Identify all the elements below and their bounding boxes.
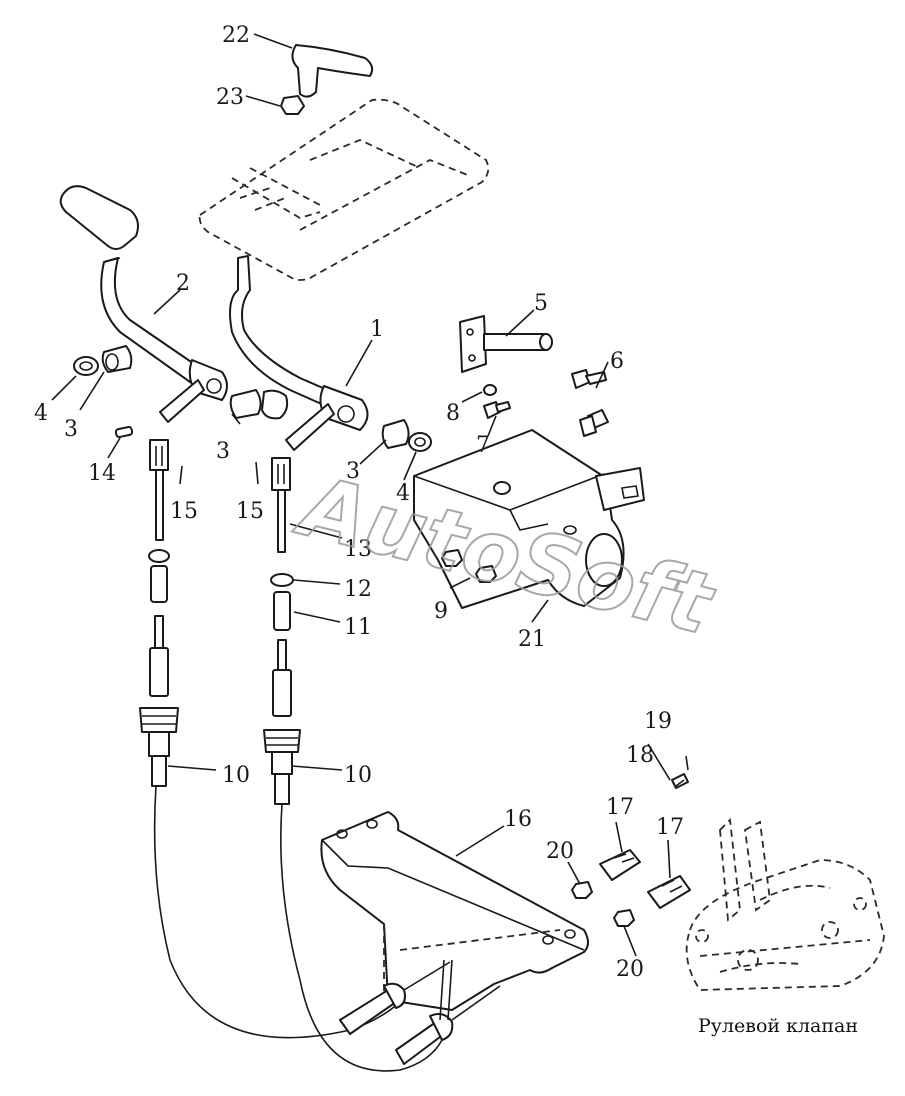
callout-23: 23 <box>216 85 244 110</box>
cable-end-lower <box>395 959 501 1065</box>
callout-17-lower: 17 <box>656 815 684 840</box>
steering-valve <box>685 818 885 991</box>
callout-18: 18 <box>626 743 654 768</box>
washer-8 <box>483 384 497 396</box>
callout-10-left: 10 <box>222 763 250 788</box>
callout-5: 5 <box>534 291 548 316</box>
callout-3-right: 3 <box>346 459 360 484</box>
callout-13: 13 <box>344 537 372 562</box>
callout-16: 16 <box>504 807 532 832</box>
nut-9-upper <box>441 549 463 567</box>
callout-8: 8 <box>446 401 460 426</box>
bushing-3-mid <box>229 389 289 420</box>
callout-20-upper: 20 <box>546 839 574 864</box>
callout-3-mid: 3 <box>216 439 230 464</box>
bolt-7 <box>483 401 511 419</box>
cable-end-upper <box>339 961 451 1035</box>
pin-18 <box>671 773 689 789</box>
mounting-plate-21 <box>413 429 645 609</box>
callout-10-right: 10 <box>344 763 372 788</box>
callout-4-left: 4 <box>34 401 48 426</box>
cable-assembly-left <box>139 439 401 1039</box>
callout-7: 7 <box>476 433 490 458</box>
callout-2: 2 <box>176 271 190 296</box>
callout-19: 19 <box>644 709 672 734</box>
callout-20-lower: 20 <box>616 957 644 982</box>
clevis-17-upper <box>599 849 641 881</box>
nut-20-upper <box>571 881 593 899</box>
bushing-4-right <box>408 432 432 452</box>
callout-11: 11 <box>344 615 372 640</box>
bushing-3-right <box>381 419 410 449</box>
callout-17-upper: 17 <box>606 795 634 820</box>
callout-4-right: 4 <box>396 481 410 506</box>
bushing-3-left <box>101 345 133 373</box>
nut-20-lower <box>613 909 635 927</box>
bolt-6-upper <box>571 369 607 389</box>
pin-bracket-5 <box>459 315 553 373</box>
handle-knob-22 <box>291 44 374 98</box>
clevis-17-lower <box>647 875 691 909</box>
control-lever-2 <box>59 185 228 423</box>
callout-12: 12 <box>344 577 372 602</box>
console-cover <box>198 98 490 281</box>
pin-14 <box>114 425 134 439</box>
callout-22: 22 <box>222 23 250 48</box>
bracket-16 <box>320 811 589 1011</box>
nut-23 <box>280 95 305 115</box>
callout-14: 14 <box>88 461 116 486</box>
callout-9: 9 <box>434 599 448 624</box>
nut-9-lower <box>475 565 497 583</box>
callout-6: 6 <box>610 349 624 374</box>
bolt-6-lower <box>579 409 609 437</box>
steering-valve-caption: Рулевой клапан <box>698 1015 858 1037</box>
callout-numbers: 22 23 2 1 5 6 4 3 14 15 3 15 8 7 3 4 13 … <box>34 23 684 982</box>
cable-assembly-right <box>263 457 443 1072</box>
callout-1: 1 <box>370 317 384 342</box>
callout-15-left: 15 <box>170 499 198 524</box>
leader-lines <box>51 33 671 957</box>
callout-3-left: 3 <box>64 417 78 442</box>
bushing-4-left <box>73 356 99 376</box>
cotter-pin-19 <box>685 755 689 771</box>
control-lever-1 <box>229 255 369 451</box>
callout-21: 21 <box>518 627 546 652</box>
callout-15-right: 15 <box>236 499 264 524</box>
